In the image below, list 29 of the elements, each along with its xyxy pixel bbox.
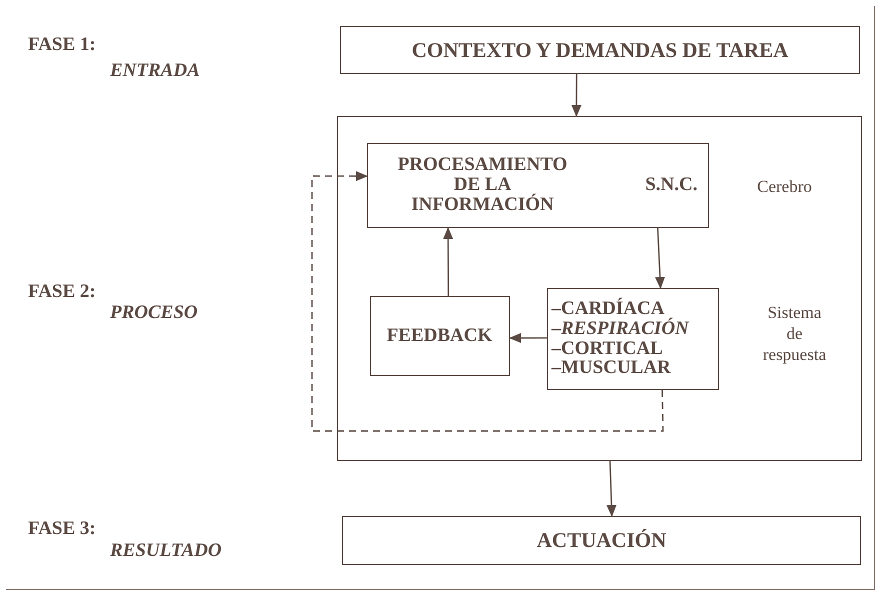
node-text: CONTEXTO Y DEMANDAS DE TAREA — [412, 38, 788, 62]
arrow — [509, 333, 547, 343]
process-title: PROCESAMIENTO DE LA INFORMACIÓN — [396, 155, 568, 215]
process-box — [340, 26, 860, 74]
process-box — [546, 288, 718, 390]
process-box — [366, 142, 708, 228]
phase-number: FASE 3: — [28, 518, 96, 540]
process-box — [370, 296, 510, 376]
phase-number: FASE 1: — [28, 34, 96, 56]
arrow — [606, 460, 616, 517]
phase-number: FASE 2: — [28, 281, 96, 303]
node-text: FEEDBACK — [386, 326, 492, 346]
phase-name: ENTRADA — [110, 60, 200, 82]
arrow — [443, 227, 454, 296]
node-text: ACTUACIÓN — [536, 529, 666, 552]
side-caption: Sistema de respuesta — [762, 302, 828, 366]
side-caption: Cerebro — [756, 176, 813, 197]
list-item: –CARDÍACA — [552, 298, 664, 319]
list-item: –CORTICAL — [552, 338, 663, 358]
phase-name: RESULTADO — [110, 540, 222, 562]
arrow — [655, 228, 665, 289]
dashed-arrow — [311, 171, 664, 432]
process-box — [342, 516, 861, 565]
container-box — [337, 116, 862, 461]
list-item: –MUSCULAR — [552, 358, 671, 378]
phase-name: PROCESO — [110, 302, 198, 324]
arrow — [571, 74, 582, 117]
list-item: –RESPIRACIÓN — [552, 318, 689, 338]
process-abbreviation: S.N.C. — [645, 175, 698, 195]
